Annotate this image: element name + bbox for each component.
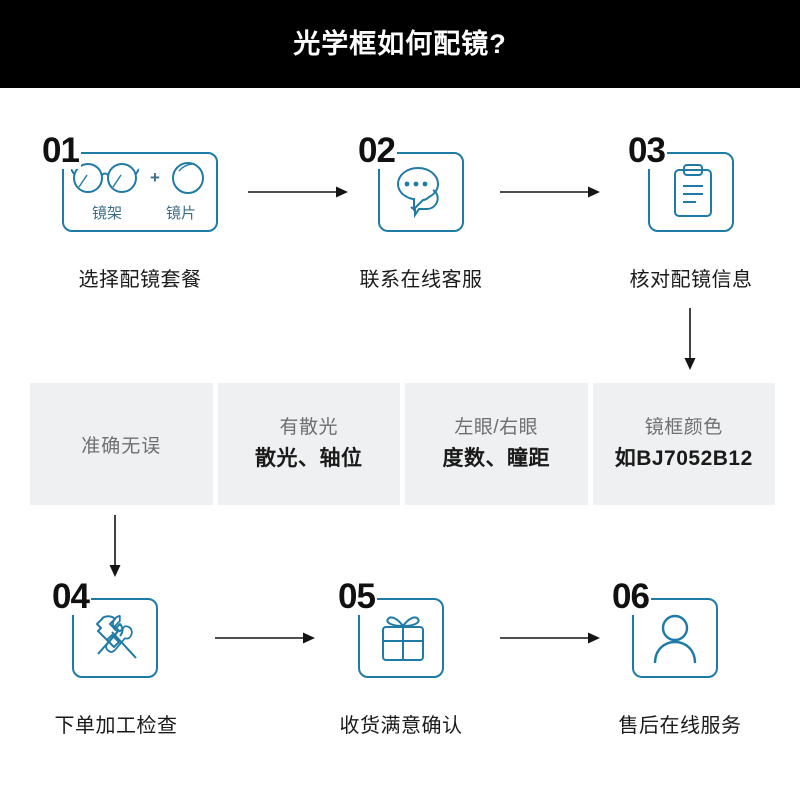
step-label-02: 联系在线客服: [359, 269, 483, 291]
info-cell-eyes-bottom: 度数、瞳距: [442, 447, 550, 470]
step-label-04: 下单加工检查: [54, 715, 178, 737]
arrow-step01-to-step02: [248, 182, 348, 207]
arrow-info-row-to-step04: [105, 515, 125, 582]
info-row: 准确无误 有散光 散光、轴位 左眼/右眼 度数、瞳距 镜框颜色 如BJ7052B…: [30, 383, 775, 505]
step-number-02: 02: [358, 131, 397, 170]
caption-frame: 镜架: [91, 205, 122, 222]
step-number-06: 06: [612, 577, 651, 616]
arrow-step02-to-step03: [500, 182, 600, 207]
info-cell-astigmatism: 有散光 散光、轴位: [217, 383, 400, 505]
info-cell-accuracy-text: 准确无误: [81, 435, 162, 457]
step-number-03: 03: [628, 131, 667, 170]
plus-separator: +: [150, 168, 160, 187]
page-title: 光学框如何配镜?: [293, 29, 507, 59]
step-label-06: 售后在线服务: [618, 715, 742, 737]
arrow-step03-to-info-row: [680, 308, 700, 375]
info-cell-eyes-top: 左眼/右眼: [454, 417, 539, 438]
step-number-05: 05: [338, 577, 377, 616]
step-number-04: 04: [52, 577, 91, 616]
arrow-step05-to-step06: [500, 628, 600, 653]
info-cell-frame-color-bottom: 如BJ7052B12: [614, 447, 753, 470]
header-banner: 光学框如何配镜?: [0, 0, 800, 88]
step-label-05: 收货满意确认: [339, 715, 463, 737]
info-cell-frame-color: 镜框颜色 如BJ7052B12: [592, 383, 775, 505]
info-cell-astigmatism-bottom: 散光、轴位: [255, 447, 363, 470]
step-label-03: 核对配镜信息: [629, 269, 753, 291]
step-01-icon-box: + 镜架 镜片: [62, 152, 218, 232]
step-number-01: 01: [42, 131, 81, 170]
info-cell-astigmatism-top: 有散光: [279, 417, 338, 438]
info-cell-frame-color-top: 镜框颜色: [644, 417, 723, 438]
step-label-01: 选择配镜套餐: [78, 269, 202, 291]
caption-lens: 镜片: [165, 205, 196, 222]
arrow-step04-to-step05: [215, 628, 315, 653]
info-cell-eyes: 左眼/右眼 度数、瞳距: [405, 383, 588, 505]
info-cell-accuracy: 准确无误: [30, 383, 213, 505]
